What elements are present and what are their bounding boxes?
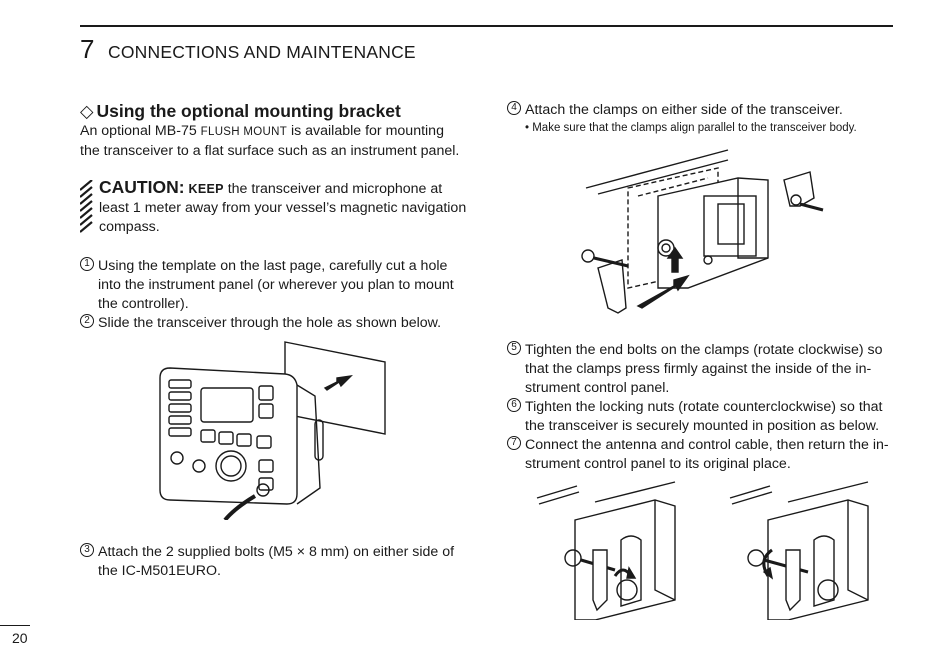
intro-smallcaps: FLUSH MOUNT: [200, 126, 288, 138]
step-number: 6: [507, 398, 521, 412]
intro-paragraph: An optional MB-75 FLUSH MOUNT is availab…: [80, 122, 470, 161]
step-line: that the clamps press firmly against the…: [525, 361, 872, 377]
step-line: strument control panel.: [525, 380, 670, 396]
step-line: the controller).: [98, 296, 189, 312]
diamond-icon: ◇: [80, 101, 94, 121]
nut-tighten-illustration: [729, 481, 869, 620]
intro-text-a: An optional MB-75: [80, 123, 201, 139]
bolt-tighten-illustration: [536, 481, 676, 620]
section-title-text: Using the optional mounting bracket: [96, 101, 401, 121]
step-3: 3 Attach the 2 supplied bolts (M5 × 8 mm…: [80, 543, 470, 581]
step-line: Using the template on the last page, car…: [98, 258, 448, 274]
chapter-number: 7: [80, 34, 95, 64]
page-number: 20: [12, 630, 28, 646]
step-number: 4: [507, 101, 521, 115]
step-number: 3: [80, 543, 94, 557]
step-line: Tighten the end bolts on the clamps (rot…: [525, 342, 883, 358]
step-line: Tighten the locking nuts (rotate counter…: [525, 399, 883, 415]
caution-hatch-icon: [80, 180, 93, 233]
footer-rule: [0, 625, 30, 626]
caution-label: CAUTION:: [99, 177, 185, 197]
clamp-attach-illustration: [581, 149, 824, 314]
step-7: 7 Connect the antenna and control cable,…: [507, 436, 897, 474]
step-number: 2: [80, 314, 94, 328]
transceiver-insert-illustration: [159, 341, 386, 520]
chapter-title: CONNECTIONS AND MAINTENANCE: [108, 42, 416, 62]
caution-line-2: least 1 meter away from your vessel’s ma…: [99, 200, 467, 216]
step-2: 2 Slide the transceiver through the hole…: [80, 314, 470, 333]
section-title: ◇Using the optional mounting bracket: [80, 101, 401, 121]
intro-line-2: the transceiver to a flat surface such a…: [80, 143, 460, 159]
step-number: 1: [80, 257, 94, 271]
step-line: Connect the antenna and control cable, t…: [525, 437, 889, 453]
step-line: into the instrument panel (or wherever y…: [98, 277, 454, 293]
step-4: 4 Attach the clamps on either side of th…: [507, 101, 897, 136]
step-line: strument control panel to its original p…: [525, 456, 791, 472]
caution-keep: KEEP: [188, 182, 224, 196]
step-line: Attach the clamps on either side of the …: [525, 102, 843, 118]
step-line: Attach the 2 supplied bolts (M5 × 8 mm) …: [98, 544, 455, 560]
caution-block: CAUTION: KEEP the transceiver and microp…: [99, 178, 471, 237]
step-line: the transceiver is securely mounted in p…: [525, 418, 880, 434]
caution-line-3: compass.: [99, 219, 160, 235]
step-number: 7: [507, 436, 521, 450]
header-rule: [80, 25, 893, 27]
step-5: 5 Tighten the end bolts on the clamps (r…: [507, 341, 897, 398]
step-1: 1 Using the template on the last page, c…: [80, 257, 470, 314]
step-6: 6 Tighten the locking nuts (rotate count…: [507, 398, 897, 436]
step-note: • Make sure that the clamps align parall…: [525, 122, 857, 134]
caution-line-1: the transceiver and microphone at: [223, 181, 443, 197]
step-number: 5: [507, 341, 521, 355]
intro-text-b: is available for mounting: [287, 123, 444, 139]
step-line: Slide the transceiver through the hole a…: [98, 315, 442, 331]
step-line: the IC-M501EURO.: [98, 563, 221, 579]
